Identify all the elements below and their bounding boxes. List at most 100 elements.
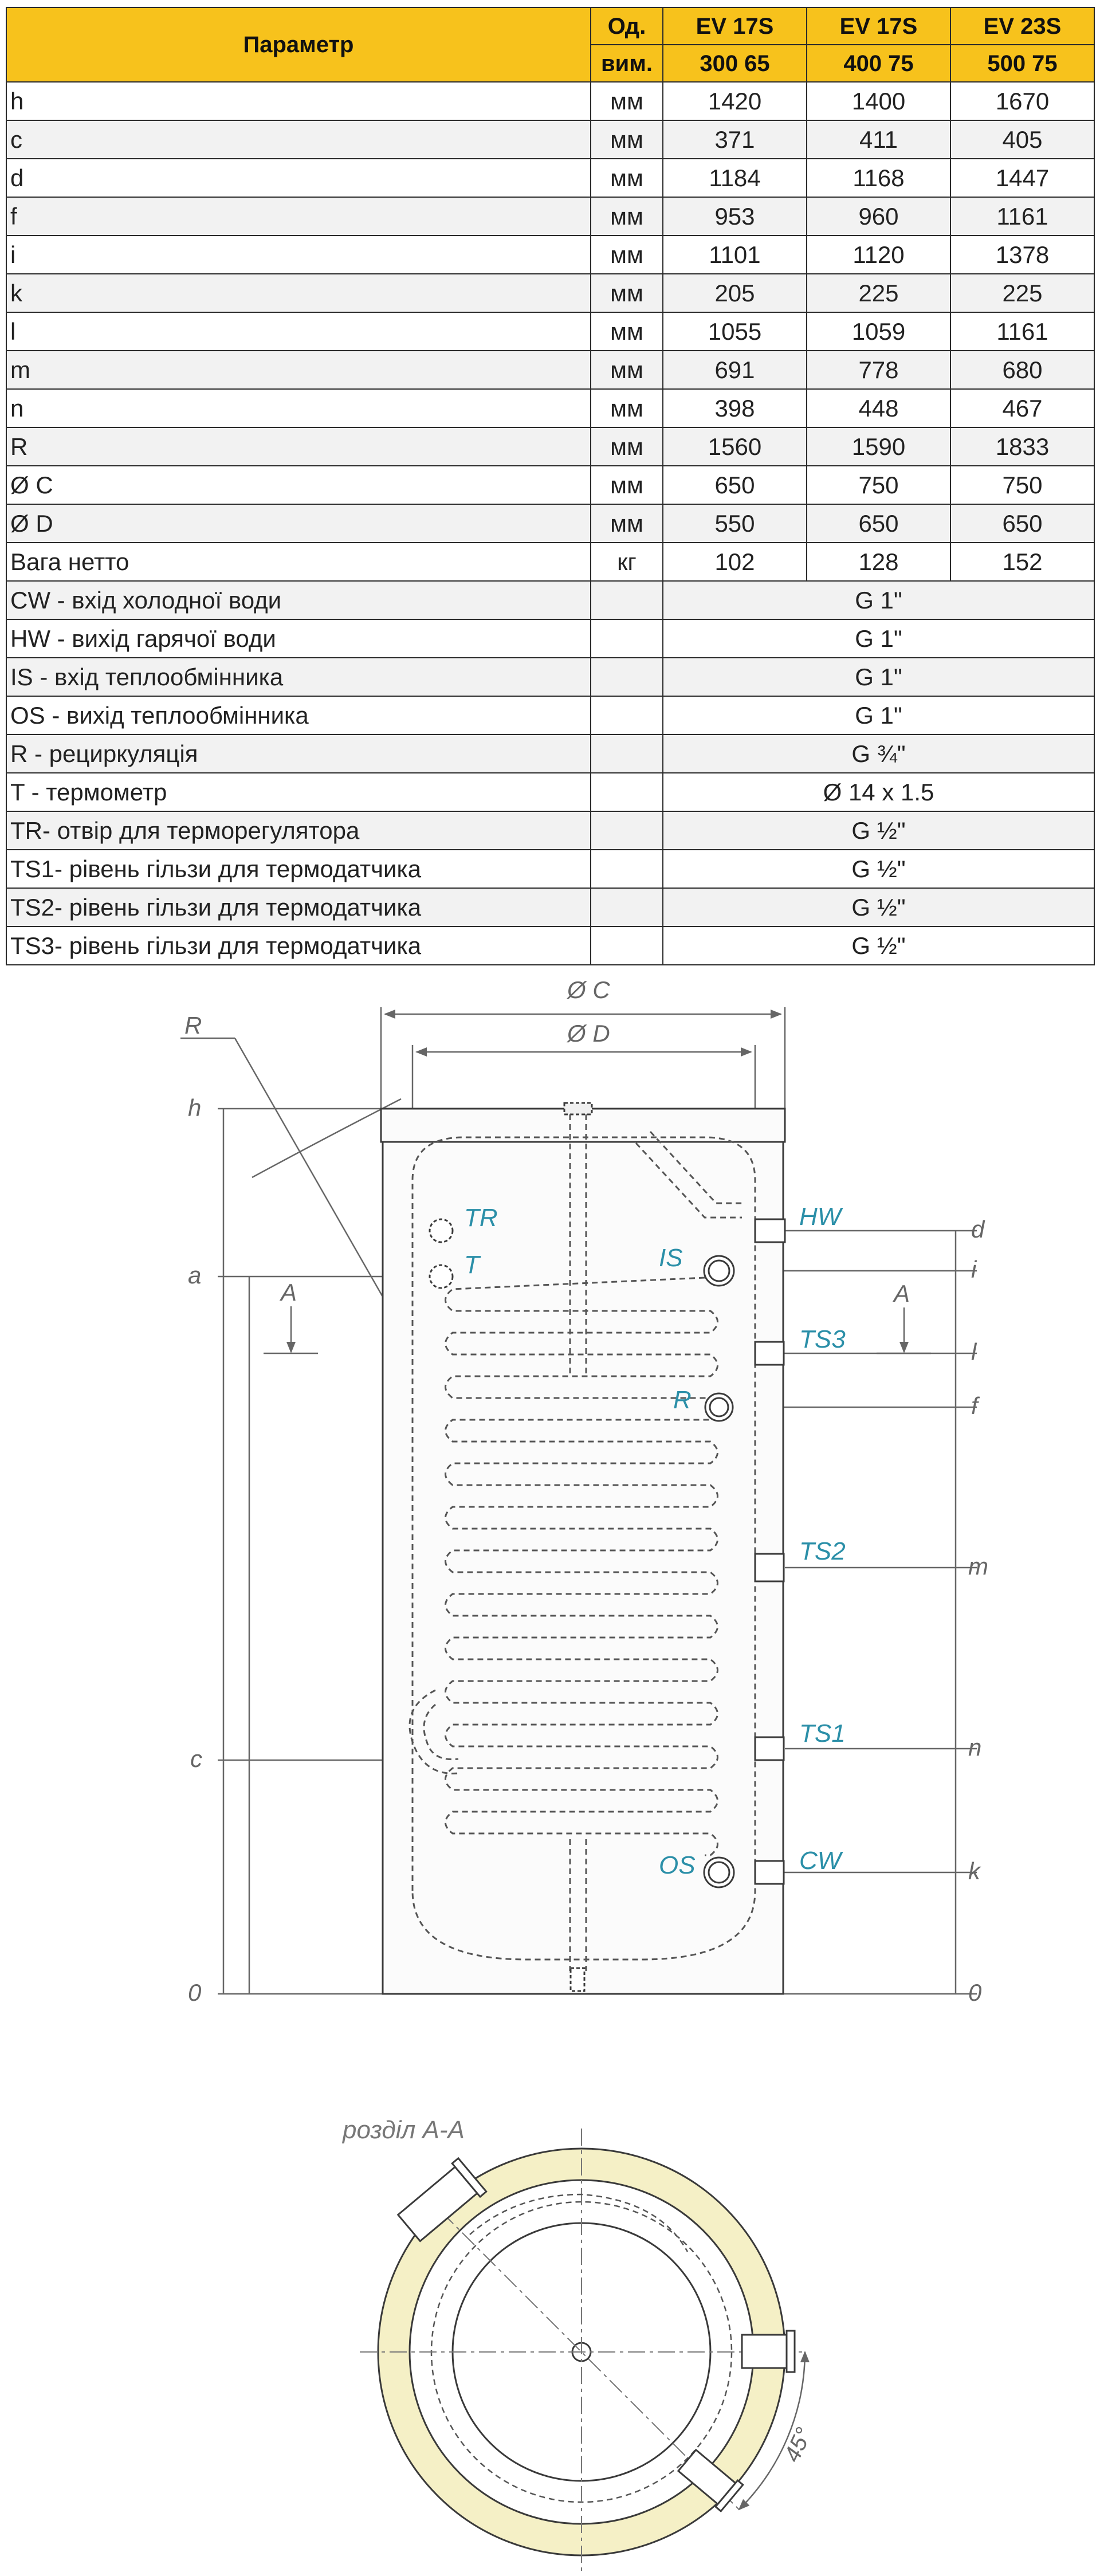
row-merged-value: G ½" [662,811,1095,850]
row-param: Ø D [6,504,591,543]
table-row: h мм 1420 1400 1670 [6,81,1095,121]
row-merged-value: G ¾" [662,734,1095,773]
row-merged-value: G 1" [662,580,1095,620]
table-row: l мм 1055 1059 1161 [6,312,1095,351]
row-merged-value: G ½" [662,849,1095,889]
row-merged-value: Ø 14 x 1.5 [662,772,1095,812]
radius-label: R [184,1012,202,1039]
row-value: 650 [950,504,1095,543]
row-value: 750 [806,465,951,505]
row-value: 1059 [806,312,951,351]
table-row: TS1- рівень гільзи для термодатчика G ½" [6,849,1095,889]
port-is-label: IS [659,1244,683,1272]
table-row: i мм 1101 1120 1378 [6,235,1095,274]
row-unit: мм [590,465,663,505]
parameter-table: Параметр Од. EV 17S EV 17S EV 23S вим. 3… [6,7,1095,965]
left-c-label: c [190,1745,202,1772]
row-value: 1833 [950,427,1095,466]
section-title: розділ A-A [341,2116,465,2144]
right-m-label: m [968,1553,988,1580]
port-hw-label: HW [799,1203,843,1231]
row-value: 205 [662,273,807,313]
row-unit: мм [590,120,663,159]
table-row: R - рециркуляція G ¾" [6,734,1095,773]
row-value: 448 [806,388,951,428]
row-param: T - термометр [6,772,591,812]
dim-d-label: Ø D [566,1020,610,1047]
row-unit: мм [590,235,663,274]
port-ts3-label: TS3 [799,1325,846,1353]
row-param: TS3- рівень гільзи для термодатчика [6,926,591,965]
row-unit: кг [590,542,663,582]
model3-header-line2: 500 75 [950,44,1095,83]
row-value: 398 [662,388,807,428]
row-unit [590,811,663,850]
table-row: m мм 691 778 680 [6,350,1095,390]
row-value: 1378 [950,235,1095,274]
row-unit [590,888,663,927]
row-value: 680 [950,350,1095,390]
table-row: OS - вихід теплообмінника G 1" [6,696,1095,735]
port-tr-label: TR [464,1204,498,1232]
left-h-label: h [188,1094,201,1121]
dim-c-label: Ø C [566,976,610,1003]
table-row: IS - вхід теплообмінника G 1" [6,657,1095,697]
right-n-label: n [968,1734,981,1761]
row-param: Вага нетто [6,542,591,582]
row-param: k [6,273,591,313]
coil-path [445,1277,718,1856]
port-t-label: T [464,1251,481,1279]
row-value: 102 [662,542,807,582]
port-cw-label: CW [799,1847,843,1875]
row-value: 1420 [662,81,807,121]
row-value: 1168 [806,158,951,198]
row-param: d [6,158,591,198]
row-value: 1161 [950,312,1095,351]
section-view: 45° [360,2129,817,2573]
row-value: 411 [806,120,951,159]
right-section-a-label: A [892,1280,910,1307]
table-row: d мм 1184 1168 1447 [6,158,1095,198]
row-param: TR- отвір для терморегулятора [6,811,591,850]
row-param: m [6,350,591,390]
row-unit: мм [590,504,663,543]
row-merged-value: G ½" [662,926,1095,965]
row-unit [590,696,663,735]
row-value: 1055 [662,312,807,351]
right-d-label: d [971,1216,985,1243]
row-unit: мм [590,350,663,390]
row-param: TS2- рівень гільзи для термодатчика [6,888,591,927]
row-param: R - рециркуляція [6,734,591,773]
row-value: 405 [950,120,1095,159]
row-value: 371 [662,120,807,159]
model2-header-line2: 400 75 [806,44,951,83]
row-param: c [6,120,591,159]
row-unit [590,619,663,658]
right-k-label: k [968,1858,981,1884]
row-unit [590,772,663,812]
right-zero-label: 0 [968,1979,982,2006]
row-param: l [6,312,591,351]
row-param: h [6,81,591,121]
model2-header-line1: EV 17S [806,7,951,45]
table-row: n мм 398 448 467 [6,388,1095,428]
row-value: 1447 [950,158,1095,198]
row-value: 1120 [806,235,951,274]
row-unit: мм [590,81,663,121]
row-value: 1400 [806,81,951,121]
row-param: OS - вихід теплообмінника [6,696,591,735]
row-value: 650 [662,465,807,505]
table-row: TS3- рівень гільзи для термодатчика G ½" [6,926,1095,965]
row-value: 128 [806,542,951,582]
row-unit [590,734,663,773]
table-row: k мм 205 225 225 [6,273,1095,313]
row-value: 550 [662,504,807,543]
row-param: f [6,197,591,236]
unit-header-line2: вим. [590,44,663,83]
row-unit [590,580,663,620]
table-row: c мм 371 411 405 [6,120,1095,159]
row-unit: мм [590,197,663,236]
row-unit: мм [590,388,663,428]
row-merged-value: G 1" [662,696,1095,735]
table-row: f мм 953 960 1161 [6,197,1095,236]
